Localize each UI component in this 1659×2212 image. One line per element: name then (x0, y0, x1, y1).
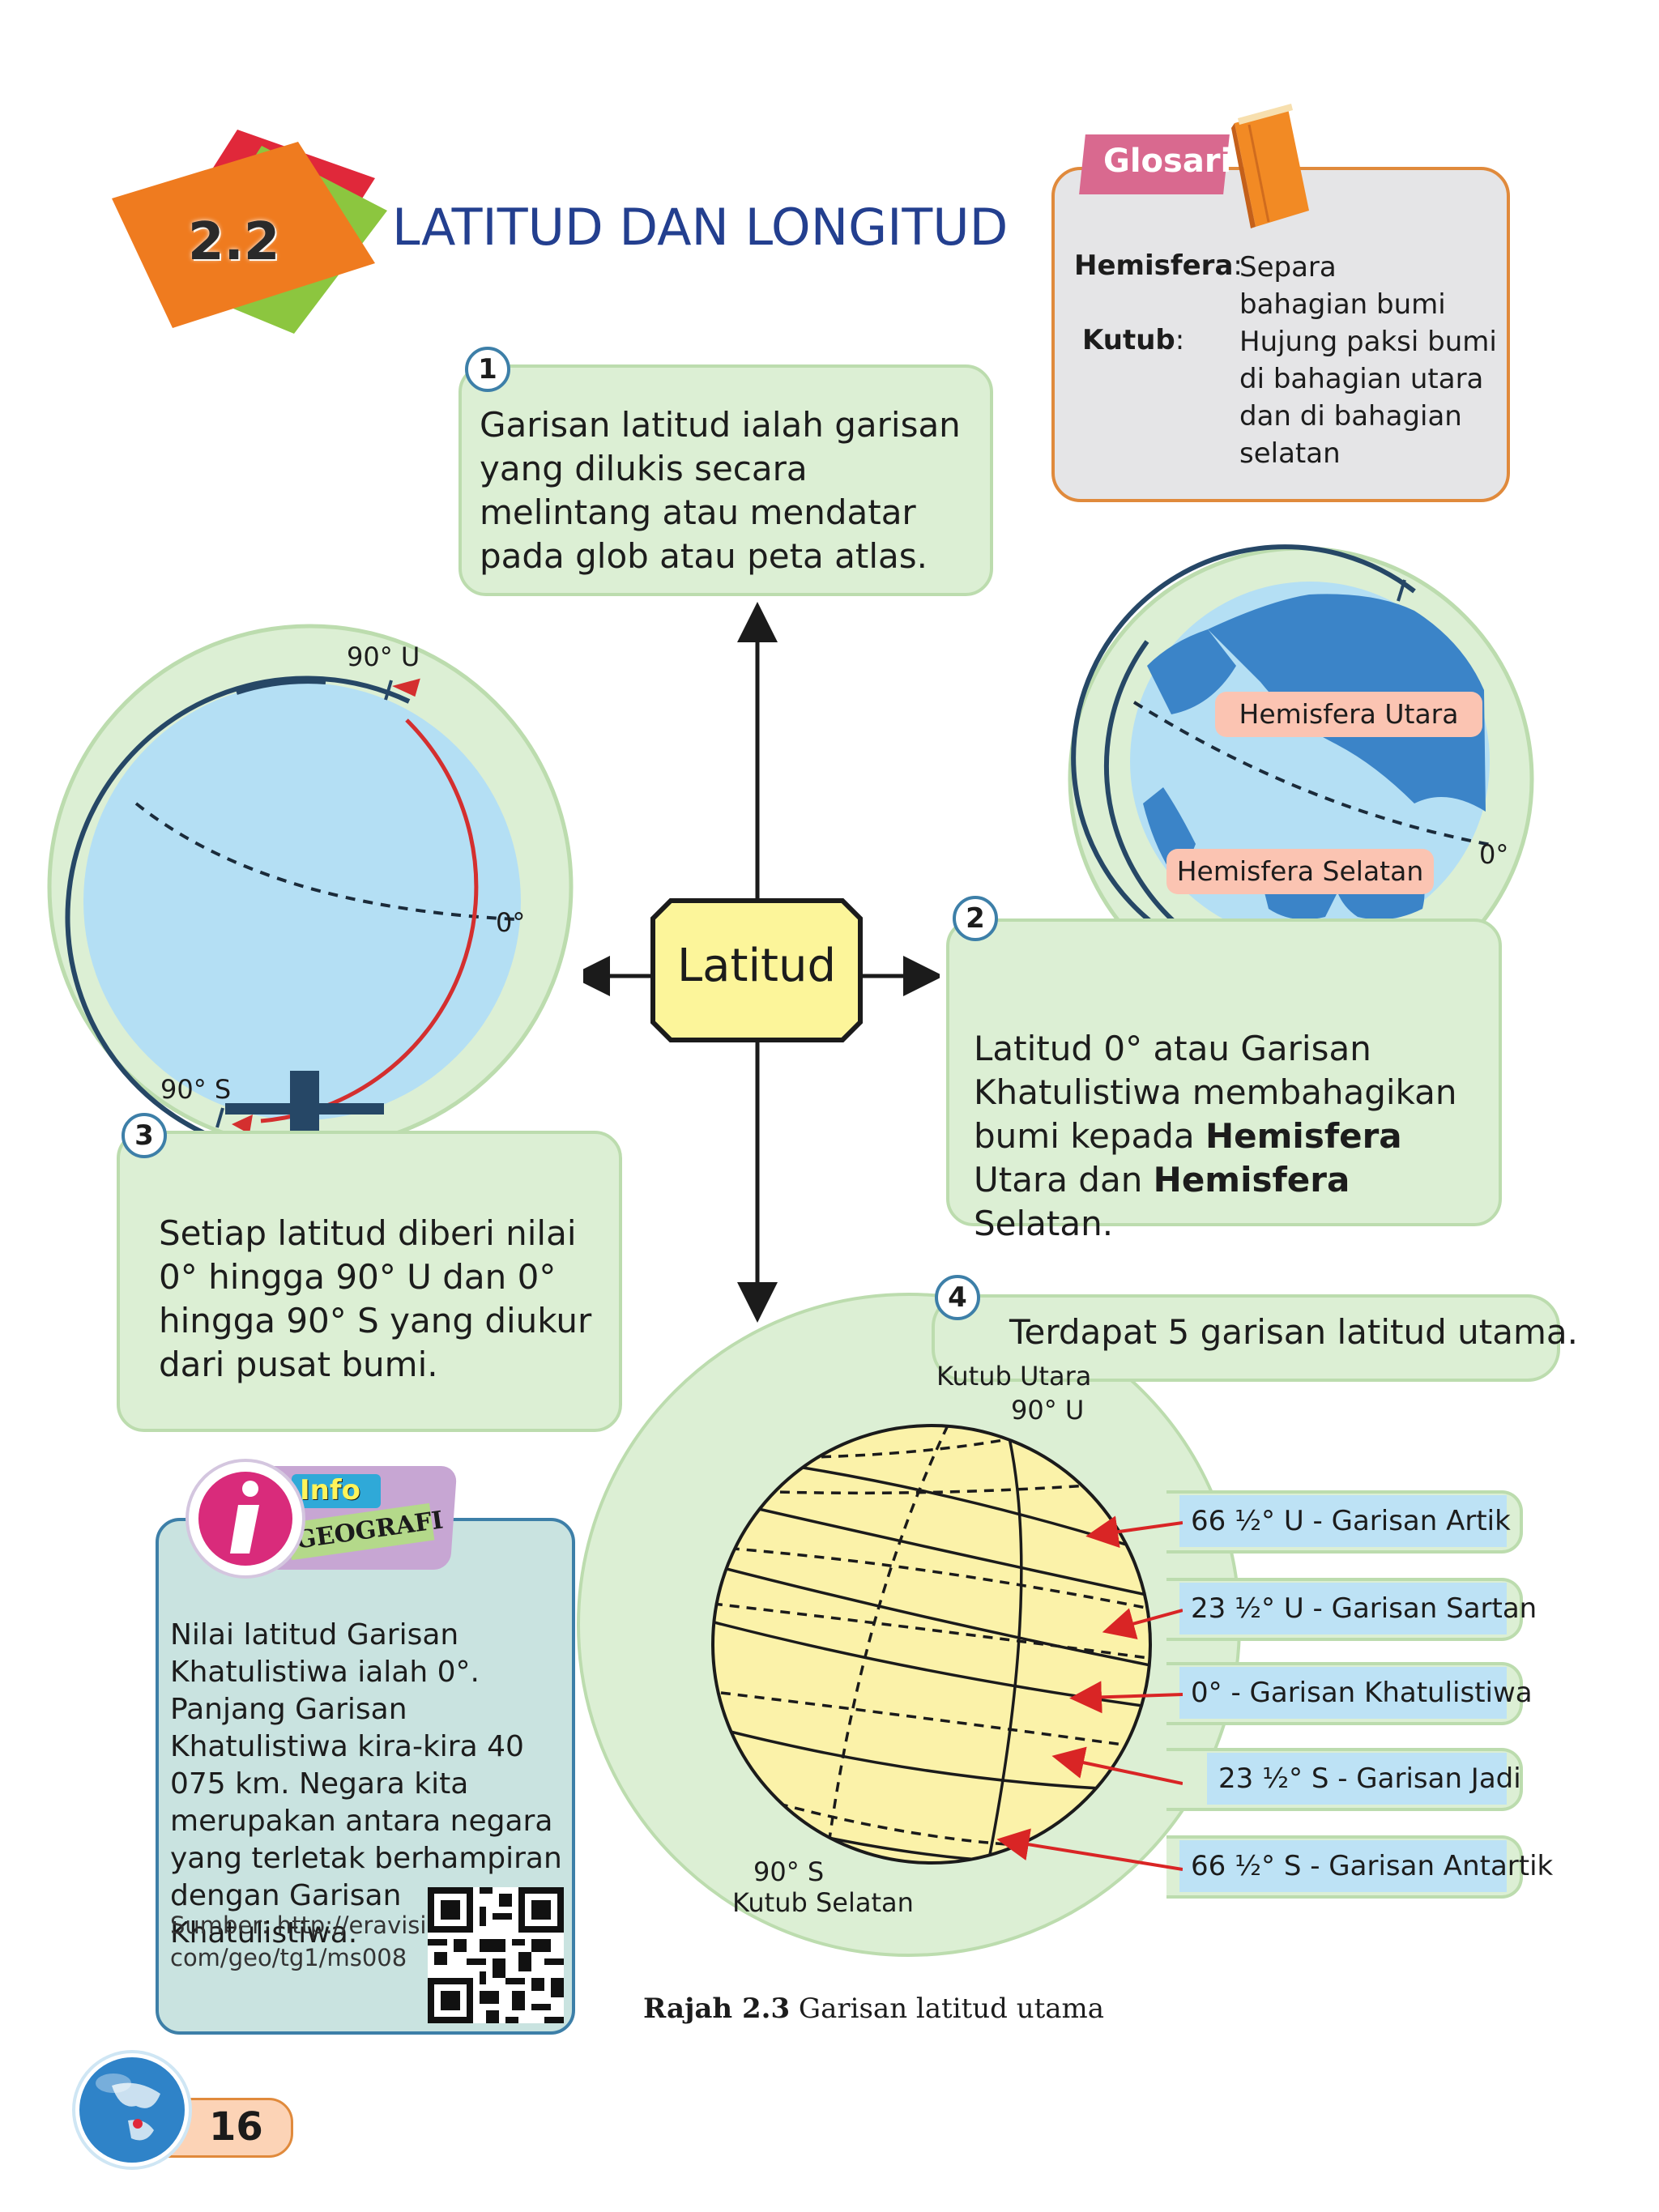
hemisfera-selatan-label: Hemisfera Selatan (1166, 849, 1434, 894)
glosari-def-kutub-2: di bahagian utara (1239, 363, 1484, 395)
page-number: 16 (209, 2104, 263, 2150)
north-90-label: 90° U (1011, 1395, 1085, 1426)
info-icon (185, 1458, 306, 1579)
section-badge (96, 121, 387, 340)
lat-label-jadi: 23 ½° S - Garisan Jadi (1207, 1753, 1521, 1805)
lat-label-sartan: 23 ½° U - Garisan Sartan (1179, 1583, 1537, 1634)
box-3-number: 3 (122, 1113, 167, 1158)
left-globe-north-label: 90° U (347, 641, 420, 672)
section-number: 2.2 (188, 212, 280, 272)
lat-label-artik: 66 ½° U - Garisan Artik (1179, 1495, 1511, 1547)
glosari-def-hemisfera-1: Separa (1239, 251, 1337, 283)
lat-label-antartik: 66 ½° S - Garisan Antartik (1179, 1840, 1553, 1892)
left-globe-equator-label: 0° (496, 907, 526, 938)
box-4-number: 4 (935, 1275, 980, 1320)
info-source-2: com/geo/tg1/ms008 (170, 1944, 407, 1971)
kutub-utara-label: Kutub Utara (936, 1361, 1092, 1392)
box-2-text: Latitud 0° atau Garisan Khatulistiwa mem… (974, 1029, 1457, 1243)
figure-caption: Rajah 2.3 Garisan latitud utama (643, 1993, 1105, 2025)
glosari-term-kutub: Kutub: (1082, 324, 1185, 356)
box-3-text: Setiap latitud diberi nilai 0° hingga 90… (159, 1213, 592, 1384)
latitude-globe (680, 1409, 1183, 1879)
info-badge-label: Info (300, 1474, 361, 1507)
glosari-def-kutub-1: Hujung paksi bumi (1239, 326, 1497, 358)
south-90-label: 90° S (753, 1856, 825, 1887)
info-source-1: Sumber: http://eravisi. (170, 1912, 434, 1939)
right-globe-equator-label: 0° (1479, 839, 1509, 870)
box-2-number: 2 (953, 896, 998, 941)
info-text: Nilai latitud Garisan Khatulistiwa ialah… (170, 1618, 562, 1950)
box-4-header (932, 1294, 1560, 1382)
info-badge-top (292, 1474, 381, 1508)
box-4-text: Terdapat 5 garisan latitud utama. (1009, 1312, 1578, 1352)
box-1-text: Garisan latitud ialah garisan yang diluk… (480, 405, 961, 576)
box-1 (458, 364, 993, 596)
box-3 (117, 1131, 622, 1432)
lat-label-khatulistiwa: 0° - Garisan Khatulistiwa (1179, 1667, 1533, 1719)
left-globe-south-label: 90° S (160, 1074, 232, 1105)
glosari-box (1051, 167, 1510, 502)
hemisfera-utara-label: Hemisfera Utara (1215, 692, 1482, 737)
glosari-term-hemisfera: Hemisfera: (1074, 249, 1243, 282)
left-globe-figure (23, 599, 606, 1183)
book-icon (1231, 100, 1312, 230)
kutub-selatan-label: Kutub Selatan (732, 1887, 914, 1918)
box-2 (946, 918, 1502, 1226)
glosari-def-kutub-4: selatan (1239, 437, 1341, 470)
page-globe-icon (71, 2049, 193, 2171)
box-1-number: 1 (465, 347, 510, 392)
qr-code[interactable] (428, 1887, 564, 2023)
glosari-def-kutub-3: dan di bahagian (1239, 400, 1462, 433)
glosari-title: Glosari (1103, 143, 1232, 180)
latitud-label: Latitud (676, 940, 837, 992)
section-title: LATITUD DAN LONGITUD (392, 198, 1009, 257)
latitud-badge (650, 897, 864, 1043)
glosari-def-hemisfera-2: bahagian bumi (1239, 288, 1446, 321)
